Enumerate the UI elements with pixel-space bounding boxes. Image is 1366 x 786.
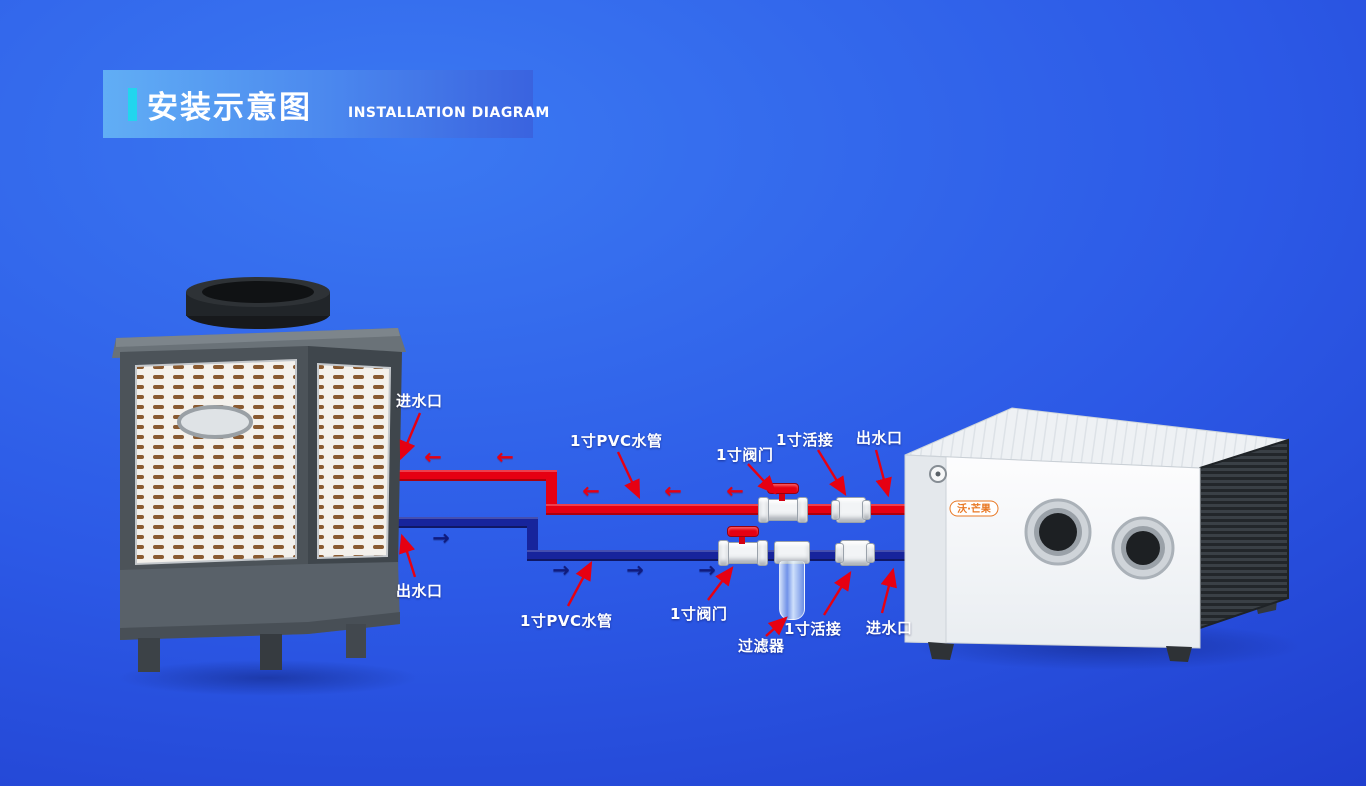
callout-filter: 过滤器 xyxy=(738,637,785,655)
chiller-side-strip xyxy=(904,454,947,644)
callout-inlet-bottom: 进水口 xyxy=(866,619,913,637)
chiller-unit-illustration: 沃·芒果 xyxy=(904,407,1289,662)
callout-pvc-bottom: 1寸PVC水管 xyxy=(520,612,613,630)
tower-leg xyxy=(260,634,282,670)
brand-badge: 沃·芒果 xyxy=(949,500,999,517)
cold-flow-arrow-icon: → xyxy=(552,558,570,582)
hot-pipe-segment-a xyxy=(385,470,557,481)
hot-flow-arrow-icon: ← xyxy=(424,445,442,469)
chiller-foot xyxy=(928,642,954,660)
cold-flow-arrow-icon: → xyxy=(432,526,450,550)
hot-flow-arrow-icon: ← xyxy=(664,479,682,503)
cold-flow-arrow-icon: → xyxy=(698,558,716,582)
title-accent-bar xyxy=(128,88,137,121)
callout-union-top: 1寸活接 xyxy=(776,431,834,449)
callout-outlet-top: 出水口 xyxy=(856,429,903,447)
title-banner: 安装示意图 INSTALLATION DIAGRAM xyxy=(103,70,549,138)
callout-union-bottom: 1寸活接 xyxy=(784,620,842,638)
fan-shroud xyxy=(186,277,330,329)
callout-inlet-top: 进水口 xyxy=(396,392,443,410)
page-subtitle: INSTALLATION DIAGRAM xyxy=(348,105,550,121)
tower-emblem xyxy=(177,405,253,439)
chiller-foot xyxy=(1166,646,1192,662)
tower-leg xyxy=(346,624,366,658)
page-title: 安装示意图 xyxy=(147,90,312,126)
tower-leg xyxy=(138,638,160,672)
callout-valve-bottom: 1寸阀门 xyxy=(670,605,728,623)
valve-handle-icon xyxy=(727,526,759,537)
tower-front-vent-panel xyxy=(135,358,297,566)
hot-pipe-segment-b xyxy=(546,504,910,515)
brand-label: 沃·芒果 xyxy=(957,502,992,515)
cold-flow-arrow-icon: → xyxy=(626,558,644,582)
cold-pipe-segment-a xyxy=(385,517,538,528)
cooling-tower-illustration xyxy=(112,277,406,672)
filter-bowl xyxy=(779,561,805,620)
hot-flow-arrow-icon: ← xyxy=(726,479,744,503)
hot-flow-arrow-icon: ← xyxy=(582,479,600,503)
water-port xyxy=(1111,516,1175,580)
hot-flow-arrow-icon: ← xyxy=(496,445,514,469)
tower-side-vent-panel xyxy=(317,362,392,560)
cold-pipe-step xyxy=(527,517,538,561)
callout-valve-top: 1寸阀门 xyxy=(716,446,774,464)
water-port xyxy=(1024,498,1092,566)
hot-pipe-step xyxy=(546,470,557,515)
callout-outlet-bottom: 出水口 xyxy=(396,582,443,600)
callout-pvc-top: 1寸PVC水管 xyxy=(570,432,663,450)
